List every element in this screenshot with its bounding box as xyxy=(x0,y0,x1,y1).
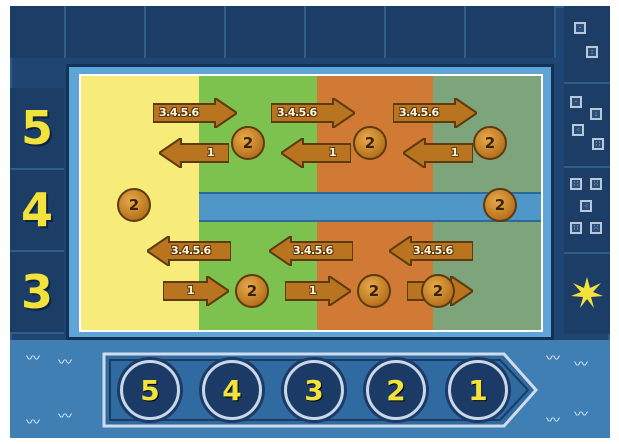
arrow-label: 3.4.5.6 xyxy=(277,106,317,119)
die-face-icon: ⁖ xyxy=(572,124,584,136)
advance-arrow: 1 xyxy=(285,276,351,310)
level-number: 4 xyxy=(21,183,53,237)
bottom-track-area: 〰 〰 〰 〰 〰 〰 〰 〰 5 4 3 xyxy=(10,340,610,438)
top-strip-cell xyxy=(306,6,386,58)
coin-token: 2 xyxy=(421,274,455,308)
level-3-cell: 3 xyxy=(10,252,64,334)
bird-icon: 〰 xyxy=(574,404,588,424)
arrow-label: 3.4.5.6 xyxy=(159,106,199,119)
advance-arrow: 3.4.5.6 xyxy=(153,98,237,132)
track-space-3[interactable]: 3 xyxy=(284,360,344,420)
arrow-label: 1 xyxy=(451,146,458,159)
bird-icon: 〰 xyxy=(58,352,72,372)
advance-arrow: 1 xyxy=(163,276,229,310)
coin-token: 2 xyxy=(473,126,507,160)
track-number: 4 xyxy=(222,374,241,407)
die-face-icon: ∷ xyxy=(570,178,582,190)
advance-arrow: 3.4.5.6 xyxy=(393,98,477,132)
arrow-label: 3.4.5.6 xyxy=(413,244,453,257)
bird-icon: 〰 xyxy=(546,410,560,430)
die-face-icon: ⁖ xyxy=(580,200,592,212)
die-face-icon: ∷ xyxy=(570,222,582,234)
right-cell-star xyxy=(564,254,610,334)
die-face-icon: ⁙ xyxy=(590,222,602,234)
die-face-icon: · xyxy=(570,96,582,108)
track-number: 1 xyxy=(468,374,487,407)
bird-icon: 〰 xyxy=(574,354,588,374)
bird-icon: 〰 xyxy=(58,406,72,426)
play-area: 3.4.5.6 3.4.5.6 3.4.5.6 2 2 2 1 xyxy=(66,64,554,340)
top-strip-cell xyxy=(386,6,466,58)
top-strip-cell xyxy=(226,6,306,58)
arrow-label: 1 xyxy=(329,146,336,159)
bird-icon: 〰 xyxy=(26,348,40,368)
track-number: 5 xyxy=(140,374,159,407)
retreat-arrow: 1 xyxy=(281,138,351,172)
coin-token: 2 xyxy=(231,126,265,160)
arrow-label: 1 xyxy=(187,284,194,297)
coin-token: 2 xyxy=(357,274,391,308)
sun-star-icon xyxy=(570,276,604,310)
coin-token: 2 xyxy=(483,188,517,222)
die-face-icon: : xyxy=(590,108,602,120)
retreat-arrow: 1 xyxy=(403,138,473,172)
track-space-2[interactable]: 2 xyxy=(366,360,426,420)
track-space-4[interactable]: 4 xyxy=(202,360,262,420)
right-cell-top: · : xyxy=(564,6,610,84)
coin-token: 2 xyxy=(235,274,269,308)
score-track: 5 4 3 2 1 xyxy=(100,350,540,430)
retreat-arrow: 3.4.5.6 xyxy=(269,236,353,270)
track-space-1[interactable]: 1 xyxy=(448,360,508,420)
track-space-5[interactable]: 5 xyxy=(120,360,180,420)
advance-arrow: 3.4.5.6 xyxy=(271,98,355,132)
track-number: 3 xyxy=(304,374,323,407)
die-face-icon: · xyxy=(574,22,586,34)
bird-icon: 〰 xyxy=(26,412,40,432)
level-number: 3 xyxy=(21,265,53,319)
lanes-panel: 3.4.5.6 3.4.5.6 3.4.5.6 2 2 2 1 xyxy=(79,74,543,332)
die-face-icon: : xyxy=(586,46,598,58)
arrow-label: 3.4.5.6 xyxy=(399,106,439,119)
die-face-icon: ⁙ xyxy=(590,178,602,190)
level-5-cell: 5 xyxy=(10,88,64,170)
arrow-label: 1 xyxy=(309,284,316,297)
level-number: 5 xyxy=(21,101,53,155)
level-4-cell: 4 xyxy=(10,170,64,252)
coin-token: 2 xyxy=(353,126,387,160)
arrow-label: 1 xyxy=(207,146,214,159)
top-strip-cell xyxy=(10,6,66,58)
top-strip-cell xyxy=(66,6,146,58)
retreat-arrow: 3.4.5.6 xyxy=(389,236,473,270)
top-strip-cell xyxy=(466,6,556,58)
right-cell: ∷ ⁙ ⁖ ∷ ⁙ xyxy=(564,168,610,254)
game-board: 5 4 3 · : · : ⁖ ∷ ∷ ⁙ ⁖ ∷ ⁙ xyxy=(10,6,610,438)
right-cell: · : ⁖ ∷ xyxy=(564,84,610,168)
retreat-arrow: 3.4.5.6 xyxy=(147,236,231,270)
retreat-arrow: 1 xyxy=(159,138,229,172)
bird-icon: 〰 xyxy=(546,348,560,368)
die-face-icon: ∷ xyxy=(592,138,604,150)
arrow-label: 3.4.5.6 xyxy=(293,244,333,257)
coin-token: 2 xyxy=(117,188,151,222)
track-number: 2 xyxy=(386,374,405,407)
arrow-label: 3.4.5.6 xyxy=(171,244,211,257)
top-strip-cell xyxy=(146,6,226,58)
